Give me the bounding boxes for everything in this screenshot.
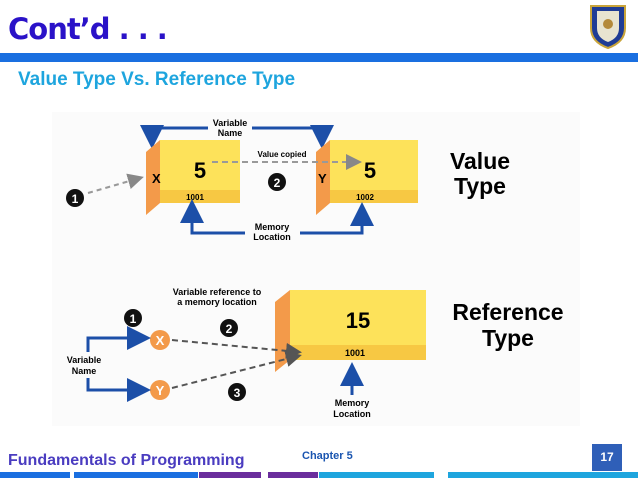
- footer-bar-segment: [199, 472, 261, 478]
- university-logo: [590, 5, 626, 50]
- svg-text:Value: Value: [450, 148, 510, 174]
- reference-type-section: Variable reference to a memory location …: [67, 287, 564, 419]
- svg-text:Variable: Variable: [67, 355, 102, 365]
- svg-text:Location: Location: [253, 232, 291, 242]
- svg-text:1001: 1001: [186, 193, 204, 202]
- svg-text:5: 5: [194, 158, 206, 183]
- svg-text:1001: 1001: [345, 348, 365, 358]
- value-type-section: Variable Name X 5 1001 Y 5 1002 Value co…: [66, 118, 510, 242]
- svg-text:X: X: [156, 333, 165, 348]
- svg-text:Name: Name: [218, 128, 243, 138]
- footer-bar-segment: [448, 472, 638, 478]
- svg-text:2: 2: [226, 322, 233, 336]
- svg-text:Location: Location: [333, 409, 371, 419]
- svg-text:3: 3: [234, 386, 241, 400]
- svg-text:Variable: Variable: [213, 118, 248, 128]
- svg-text:5: 5: [364, 158, 376, 183]
- svg-text:X: X: [152, 171, 161, 186]
- course-name: Fundamentals of Programming: [8, 452, 245, 469]
- value-box-y: Y 5 1002: [316, 140, 418, 215]
- svg-text:Value copied: Value copied: [258, 150, 307, 159]
- svg-text:2: 2: [274, 176, 281, 190]
- svg-text:15: 15: [346, 308, 370, 333]
- svg-text:Name: Name: [72, 366, 97, 376]
- svg-text:Reference: Reference: [452, 299, 563, 325]
- svg-text:a memory location: a memory location: [177, 297, 257, 307]
- value-box-x: X 5 1001: [146, 140, 240, 215]
- chapter-label: Chapter 5: [302, 450, 353, 462]
- footer-bar-segment: [0, 472, 70, 478]
- footer-bar-segment: [319, 472, 434, 478]
- svg-text:Y: Y: [318, 171, 327, 186]
- value-vs-reference-diagram: Variable Name X 5 1001 Y 5 1002 Value co…: [52, 112, 580, 426]
- page-number: 17: [592, 444, 622, 471]
- header-divider: [0, 53, 638, 62]
- footer-bar-segment: [74, 472, 198, 478]
- svg-text:1002: 1002: [356, 193, 374, 202]
- svg-text:Y: Y: [156, 383, 165, 398]
- footer-bar-segment: [268, 472, 318, 478]
- slide-title: Cont’d . . .: [8, 12, 168, 46]
- svg-text:Memory: Memory: [335, 398, 370, 408]
- svg-text:Type: Type: [482, 325, 534, 351]
- svg-text:Type: Type: [454, 173, 506, 199]
- reference-box: 15 1001: [275, 290, 426, 372]
- svg-text:Variable reference to: Variable reference to: [173, 287, 262, 297]
- svg-text:1: 1: [72, 192, 79, 206]
- slide-subtitle: Value Type Vs. Reference Type: [18, 69, 296, 90]
- svg-text:1: 1: [130, 312, 137, 326]
- svg-text:Memory: Memory: [255, 222, 290, 232]
